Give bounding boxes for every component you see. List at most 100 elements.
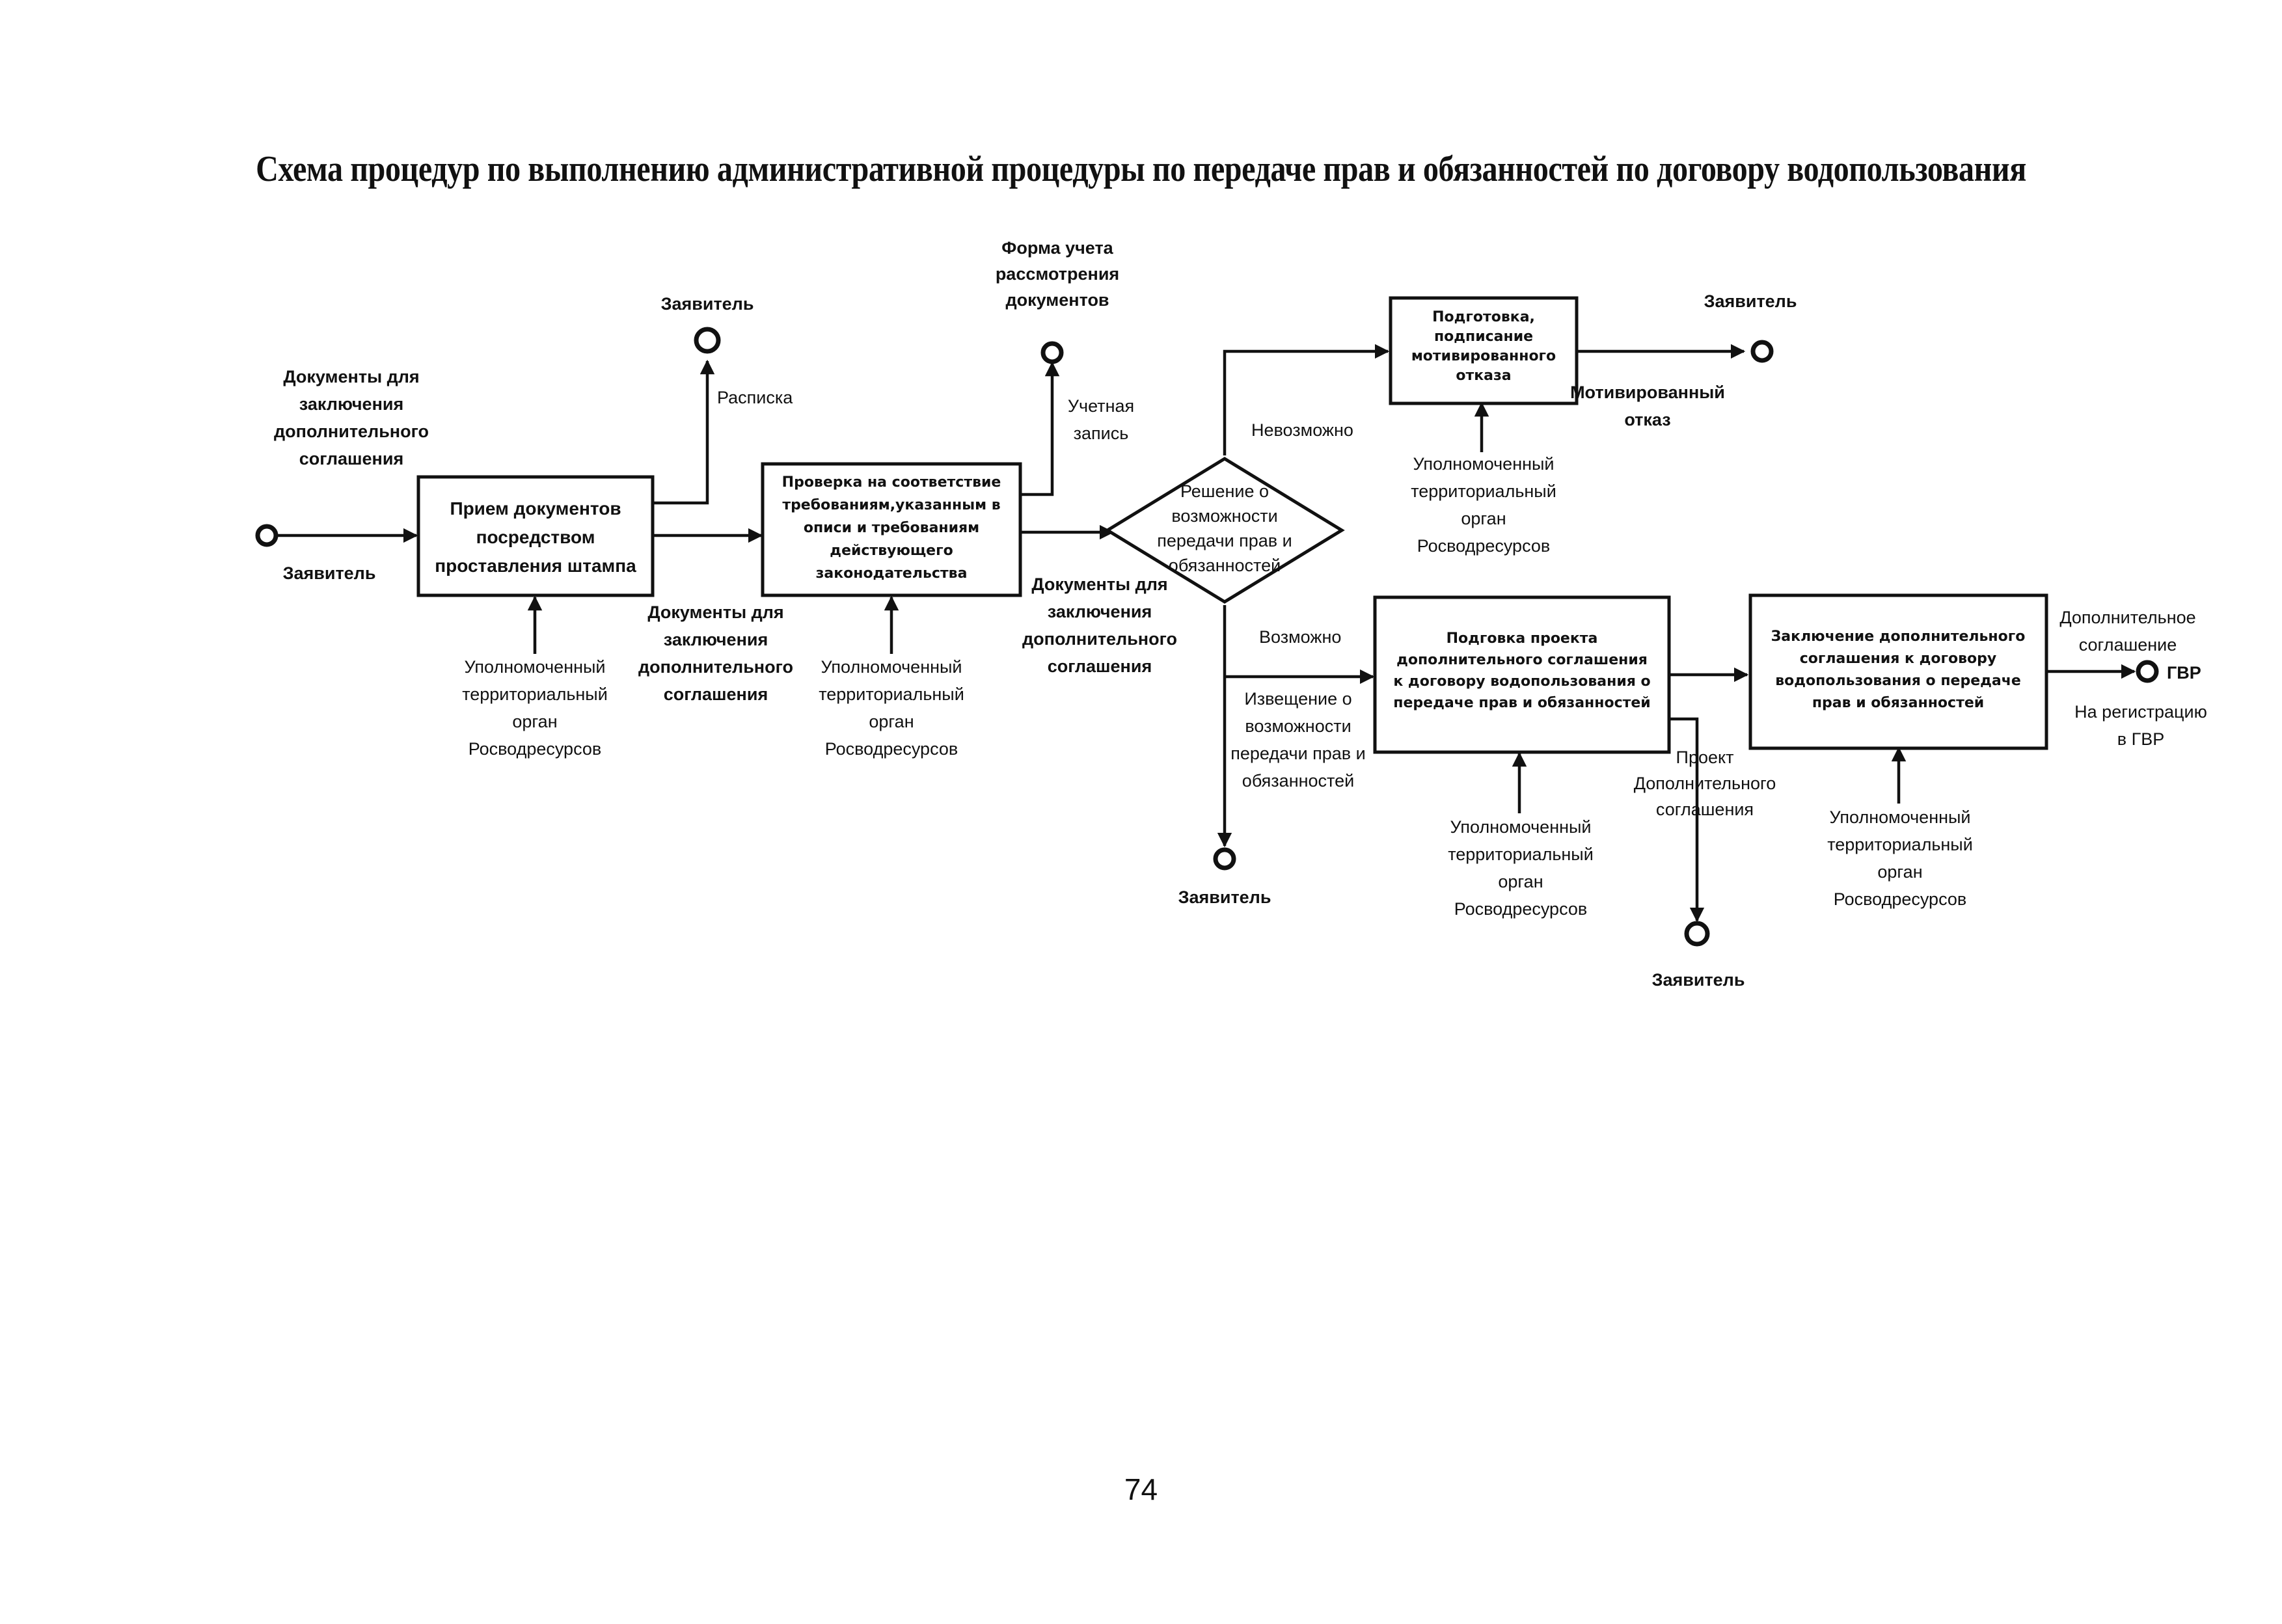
arrow-decision-to-refusal: [1223, 344, 1390, 455]
text-line: территориальный: [462, 684, 608, 704]
text-line: возможности: [1245, 716, 1351, 736]
box-text-refusal: Подготовка, подписание мотивированного отка…: [1411, 309, 1556, 384]
text-line: Росводресурсов: [1454, 899, 1587, 919]
text-line: передачи прав и: [1157, 531, 1292, 550]
text-line: Уполномоченный: [1413, 454, 1554, 474]
text-line: проставления штампа: [435, 556, 636, 576]
page-number: 74: [1124, 1472, 1158, 1506]
text-line: отказа: [1456, 368, 1511, 384]
text-line: Документы для: [647, 602, 783, 622]
text-line: описи и требованиям: [804, 520, 979, 536]
label-input-docs: Документы для заключения дополнительного со…: [274, 367, 429, 468]
arrow-reception-to-receipt: [653, 359, 715, 505]
text-line: Проект: [1676, 748, 1734, 767]
text-line: обязанностей: [1242, 771, 1354, 791]
text-line: орган: [1498, 872, 1543, 891]
label-notice-applicant: Заявитель: [1178, 887, 1271, 907]
node-notice-applicant: [1213, 847, 1236, 871]
diagram-title: Схема процедур по выполнению администрат…: [256, 149, 2026, 189]
text-line: действующего: [830, 543, 953, 559]
text-line: Прием документов: [450, 498, 621, 519]
text-line: соглашения: [299, 449, 403, 468]
label-impossible: Невозможно: [1251, 420, 1353, 440]
text-line: территориальный: [1827, 835, 1973, 854]
connectors: [277, 344, 2136, 923]
text-line: в ГВР: [2117, 729, 2164, 749]
text-line: Документы для: [283, 367, 419, 386]
node-receipt-applicant: [694, 327, 721, 354]
process-box-refusal: Подготовка, подписание мотивированного отка…: [1389, 296, 1579, 405]
text-line: орган: [512, 712, 557, 731]
process-box-reception: Прием документов посредством проставления …: [416, 475, 655, 597]
text-line: возможности: [1171, 506, 1277, 526]
text-line: заключения: [1048, 602, 1152, 621]
text-line: соглашение: [2079, 635, 2177, 655]
text-line: заключения: [664, 630, 768, 649]
text-line: прав и обязанностей: [1812, 695, 1984, 711]
text-line: заключения: [299, 394, 403, 414]
text-line: соглашения: [1656, 800, 1754, 819]
arrow-draft-to-applicant: [1669, 717, 1705, 923]
text-line: передачи прав и: [1230, 744, 1365, 763]
text-line: Уполномоченный: [1829, 807, 1970, 827]
text-line: дополнительного: [274, 422, 429, 441]
text-line: Росводресурсов: [1834, 889, 1966, 909]
text-line: Мотивированный: [1570, 383, 1725, 402]
text-line: отказ: [1624, 410, 1670, 429]
box-text-draft: Подговка проекта дополнительного соглашен…: [1393, 630, 1650, 711]
text-line: мотивированного: [1411, 348, 1556, 364]
text-line: Извещение о: [1244, 689, 1352, 709]
label-possible: Возможно: [1259, 627, 1341, 647]
text-line: к договору водопользования о: [1393, 673, 1650, 690]
text-line: Подготовка,: [1432, 309, 1535, 325]
box-text-reception: Прием документов посредством проставления …: [435, 498, 636, 576]
text-line: документов: [1005, 290, 1109, 310]
label-receipt-applicant: Заявитель: [661, 294, 754, 314]
node-draft-applicant: [1684, 921, 1710, 947]
text-line: дополнительного соглашения: [1396, 652, 1648, 668]
label-refusal-applicant: Заявитель: [1704, 291, 1797, 311]
text-line: территориальный: [1411, 481, 1556, 501]
text-line: рассмотрения: [996, 264, 1119, 284]
text-line: Уполномоченный: [464, 657, 605, 677]
text-line: Росводресурсов: [469, 739, 601, 759]
text-line: Уполномоченный: [1450, 817, 1591, 837]
label-notice: Извещение о возможности передачи прав и обя…: [1230, 689, 1365, 791]
text-line: законодательства: [816, 565, 968, 582]
text-line: требованиям,указанным в: [782, 497, 1000, 513]
text-line: Дополнительного: [1634, 774, 1776, 793]
text-line: Подговка проекта: [1447, 630, 1598, 647]
text-line: Документы для: [1031, 575, 1167, 594]
text-line: подписание: [1434, 329, 1533, 345]
text-line: соглашения: [1048, 656, 1152, 676]
text-line: территориальный: [1448, 845, 1594, 864]
text-line: соглашения: [664, 684, 768, 704]
node-gvr: [2136, 660, 2159, 683]
text-line: посредством: [476, 527, 595, 547]
label-start-applicant: Заявитель: [283, 563, 376, 583]
text-line: Росводресурсов: [1417, 536, 1550, 556]
text-line: передаче прав и обязанностей: [1393, 695, 1650, 711]
text-line: запись: [1074, 424, 1129, 443]
text-line: На регистрацию: [2074, 702, 2207, 722]
text-line: обязанностей: [1169, 556, 1281, 575]
label-gvr: ГВР: [2167, 663, 2201, 683]
text-line: водопользования о передаче: [1775, 673, 2021, 689]
label-for-registration: На регистрацию в ГВР: [2074, 702, 2207, 749]
process-box-draft: Подговка проекта дополнительного соглашен…: [1373, 595, 1671, 754]
